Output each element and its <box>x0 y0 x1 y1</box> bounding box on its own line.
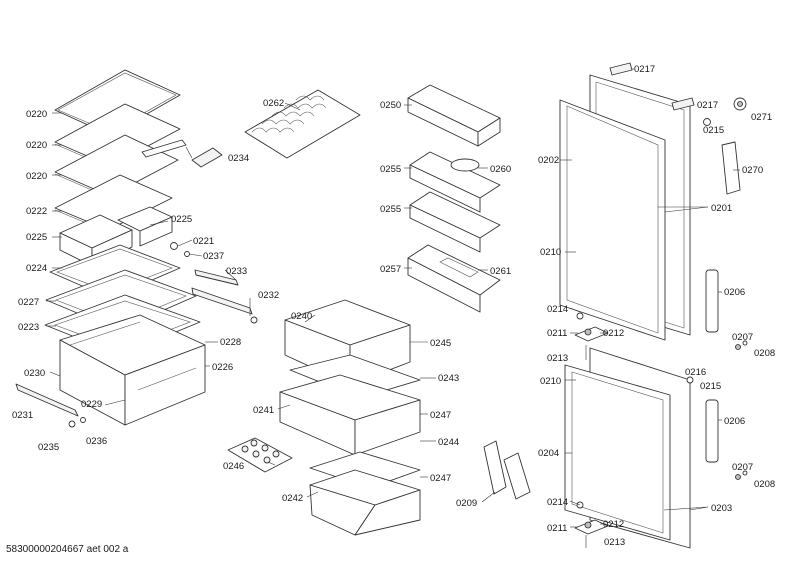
label-0207-a: 0207 <box>732 332 753 343</box>
label-0244: 0244 <box>438 437 459 448</box>
label-0225-a: 0225 <box>171 214 192 225</box>
side-rails <box>170 242 258 324</box>
label-0208-a: 0208 <box>754 348 775 359</box>
label-0222: 0222 <box>26 206 47 217</box>
middle-hinge <box>574 312 694 384</box>
label-0230: 0230 <box>24 368 45 379</box>
label-0206-b: 0206 <box>724 416 745 427</box>
label-0241: 0241 <box>253 405 274 416</box>
label-0261: 0261 <box>490 266 511 277</box>
label-0207-b: 0207 <box>732 462 753 473</box>
label-0242: 0242 <box>282 493 303 504</box>
label-0216: 0216 <box>685 367 706 378</box>
label-0213-a: 0213 <box>547 353 568 364</box>
door-bin-with-egg-tray <box>409 151 501 213</box>
label-0228: 0228 <box>220 337 241 348</box>
label-0247-b: 0247 <box>430 473 451 484</box>
fridge-door <box>559 74 691 341</box>
label-0245: 0245 <box>430 338 451 349</box>
label-0209: 0209 <box>456 498 477 509</box>
label-0211-a: 0211 <box>547 328 567 339</box>
label-0217-b: 0217 <box>697 100 718 111</box>
label-0214-b: 0214 <box>547 497 568 508</box>
label-0255-b: 0255 <box>380 204 401 215</box>
bottle-rack <box>244 89 361 159</box>
label-0246: 0246 <box>223 461 244 472</box>
label-0220-c: 0220 <box>26 171 47 182</box>
label-0250: 0250 <box>380 100 401 111</box>
label-0233: 0233 <box>226 266 247 277</box>
crisper-drawer <box>59 314 206 426</box>
label-0210-a: 0210 <box>540 247 561 258</box>
drawer-rail <box>15 383 86 428</box>
label-0217-a: 0217 <box>634 64 655 75</box>
part-labels: 0220 0220 0220 0222 0225 0234 0225 0221 … <box>12 64 775 548</box>
document-id: 58300000204667 aet 002 a <box>6 544 129 555</box>
door-handle-lower <box>705 399 719 463</box>
freezer-drawer-3 <box>309 469 421 536</box>
label-0223: 0223 <box>18 322 39 333</box>
label-0220-b: 0220 <box>26 140 47 151</box>
door-bin-2 <box>409 191 501 253</box>
label-0215-b: 0215 <box>700 381 721 392</box>
label-0226: 0226 <box>212 362 233 373</box>
label-0215-a: 0215 <box>703 125 724 136</box>
screws <box>585 340 748 548</box>
label-0235: 0235 <box>38 442 59 453</box>
label-0237: 0237 <box>203 251 224 262</box>
label-0208-b: 0208 <box>754 479 775 490</box>
label-0224: 0224 <box>26 263 47 274</box>
label-0203: 0203 <box>711 503 732 514</box>
hinge-top <box>609 62 747 126</box>
label-0212-b: 0212 <box>603 519 624 530</box>
label-0204: 0204 <box>538 448 559 459</box>
label-0225-b: 0225 <box>26 232 47 243</box>
label-0211-b: 0211 <box>547 523 567 534</box>
cold-accumulators <box>483 440 531 500</box>
label-0220-a: 0220 <box>26 109 47 120</box>
door-bin-bottle <box>407 244 501 313</box>
label-0212-a: 0212 <box>603 328 624 339</box>
ice-tray <box>227 437 293 473</box>
label-0243: 0243 <box>438 373 459 384</box>
label-0260: 0260 <box>490 164 511 175</box>
label-0271: 0271 <box>751 112 772 123</box>
label-0227: 0227 <box>18 297 39 308</box>
shelf-trim-strip <box>141 139 223 168</box>
label-0255-a: 0255 <box>380 164 401 175</box>
label-0231: 0231 <box>12 410 33 421</box>
butter-compartment <box>407 84 501 147</box>
label-0240: 0240 <box>291 311 312 322</box>
label-0201: 0201 <box>711 203 732 214</box>
label-0213-b: 0213 <box>604 537 625 548</box>
label-0206-a: 0206 <box>724 287 745 298</box>
label-0262: 0262 <box>263 98 284 109</box>
leader-lines <box>46 68 740 528</box>
label-0257: 0257 <box>380 264 401 275</box>
label-0221: 0221 <box>193 236 214 247</box>
label-0247-a: 0247 <box>430 410 451 421</box>
label-0232: 0232 <box>258 290 279 301</box>
label-0229: 0229 <box>81 399 102 410</box>
door-handle-upper <box>705 269 719 333</box>
label-0210-b: 0210 <box>540 376 561 387</box>
label-0214-a: 0214 <box>547 304 568 315</box>
control-panel <box>721 141 741 195</box>
freezer-drawer-2 <box>279 374 421 456</box>
label-0270: 0270 <box>742 165 763 176</box>
label-0236: 0236 <box>86 436 107 447</box>
label-0234: 0234 <box>228 153 249 164</box>
label-0202: 0202 <box>538 155 559 166</box>
freezer-door <box>564 347 691 549</box>
